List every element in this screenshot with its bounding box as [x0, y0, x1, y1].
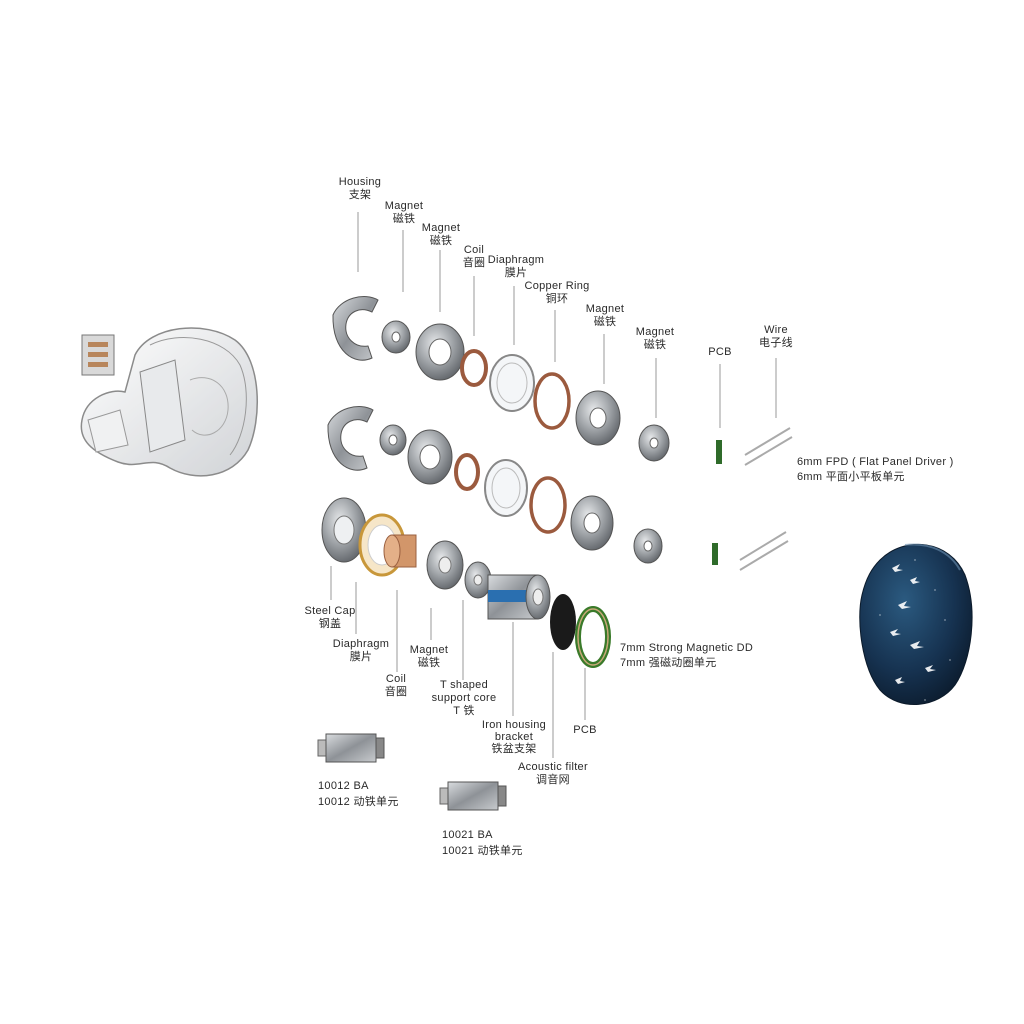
label-fpd: 6mm FPD ( Flat Panel Driver )6mm 平面小平板单元 — [797, 455, 954, 485]
ba-driver-10021 — [440, 782, 506, 810]
blue-shell-image — [860, 544, 972, 704]
label-pcb-top: PCB — [700, 346, 740, 359]
clear-shell-image — [81, 328, 257, 476]
ba-driver-10012 — [318, 734, 384, 762]
label-pcb-bottom: PCB — [565, 724, 605, 737]
